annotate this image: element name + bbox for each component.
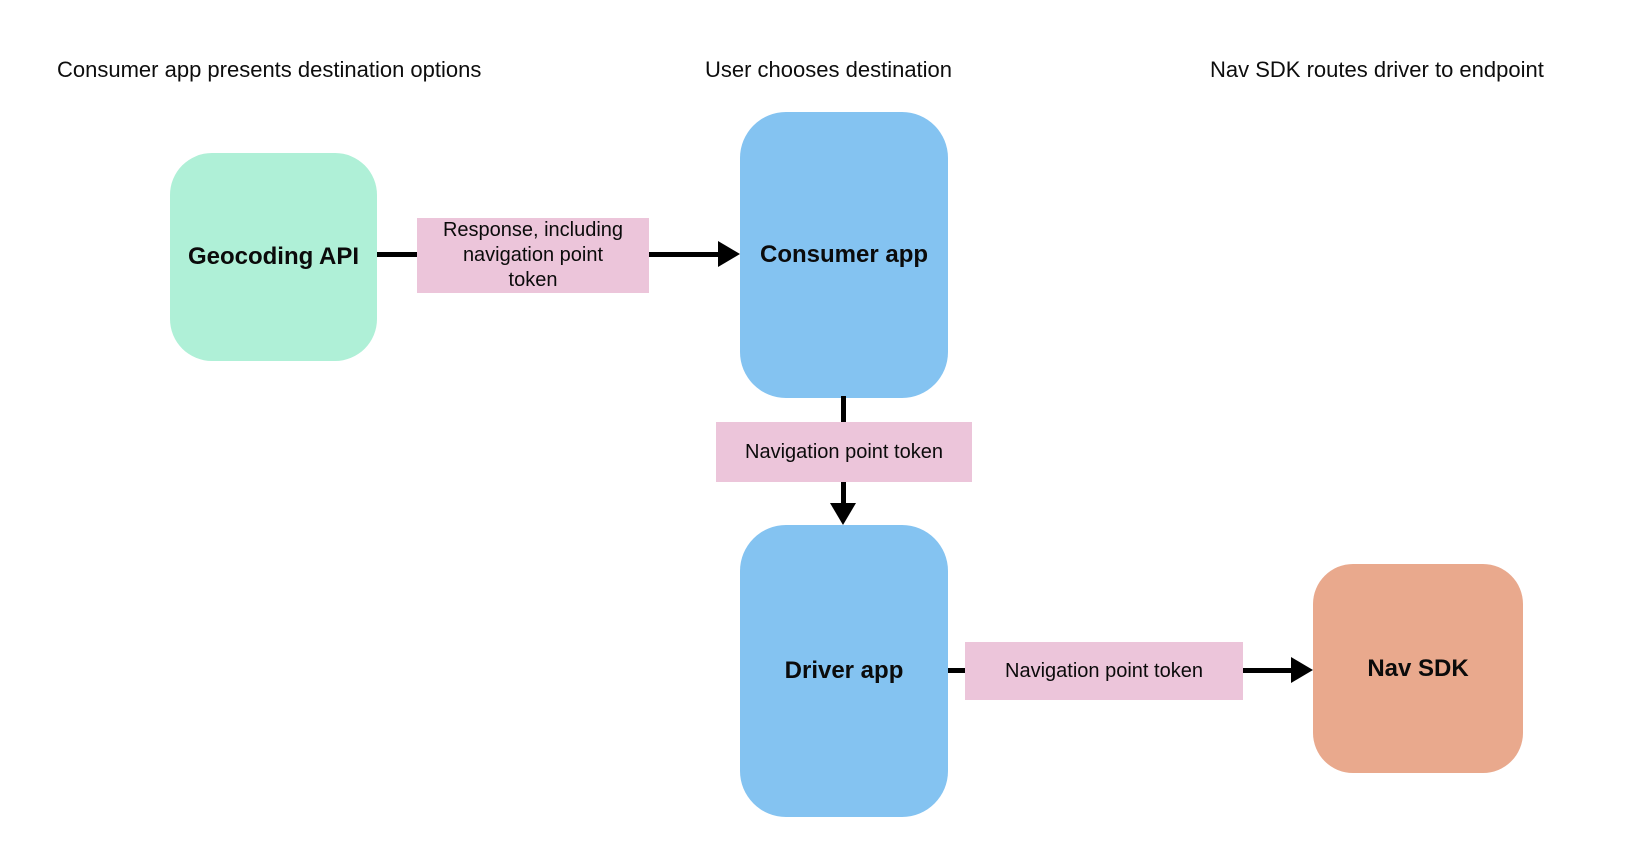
edge-label-navigation-point-token: Navigation point token	[965, 642, 1243, 700]
node-label: Consumer app	[759, 241, 929, 268]
column-header-navsdk-routes: Nav SDK routes driver to endpoint	[1210, 57, 1544, 82]
arrow-segment	[841, 396, 846, 422]
arrowhead-right-icon	[1291, 657, 1313, 683]
node-label: Driver app	[784, 657, 904, 684]
node-label: Geocoding API	[187, 243, 360, 270]
arrowhead-right-icon	[718, 241, 740, 267]
edge-label-response-token: Response, including navigation point tok…	[417, 218, 649, 293]
arrow-segment	[377, 252, 417, 257]
arrow-segment	[1243, 668, 1293, 673]
arrow-segment	[841, 482, 846, 506]
node-geocoding-api: Geocoding API	[170, 153, 377, 361]
arrow-segment	[948, 668, 965, 673]
arrow-segment	[649, 252, 719, 257]
column-header-consumer-presents: Consumer app presents destination option…	[57, 57, 482, 82]
arrowhead-down-icon	[830, 503, 856, 525]
node-consumer-app: Consumer app	[740, 112, 948, 398]
column-header-user-chooses: User chooses destination	[705, 57, 953, 82]
edge-label-navigation-point-token: Navigation point token	[716, 422, 972, 482]
node-label: Nav SDK	[1367, 654, 1469, 682]
node-nav-sdk: Nav SDK	[1313, 564, 1523, 773]
node-driver-app: Driver app	[740, 525, 948, 817]
